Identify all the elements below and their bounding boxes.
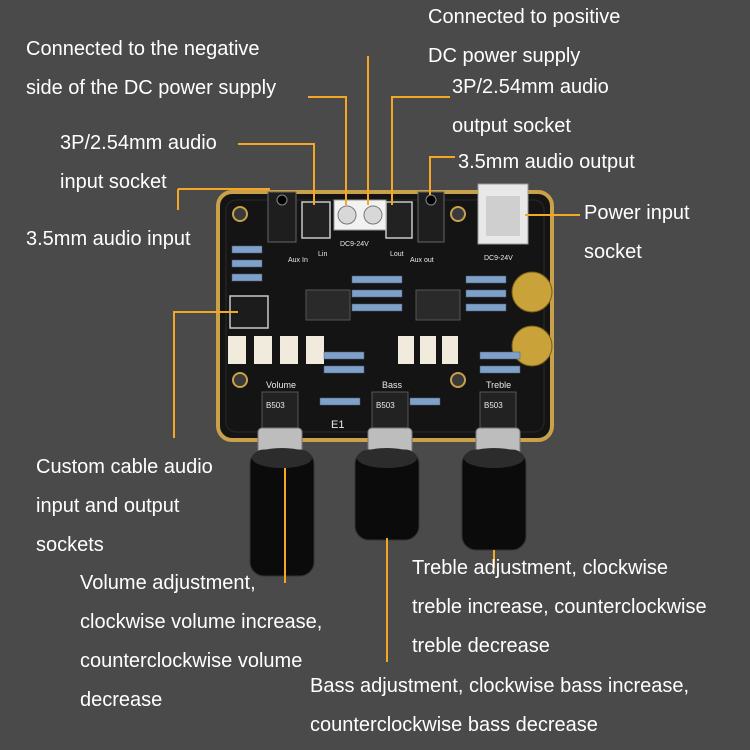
silk-pot-code: B503: [376, 401, 395, 410]
pointer-negative: [308, 96, 347, 205]
volume-knob: [249, 449, 315, 577]
ic-chip: [415, 289, 461, 321]
label-custom-cable: Custom cable audio input and output sock…: [36, 456, 213, 556]
silk-lout: Lout: [390, 251, 404, 258]
pointer-input-header: [238, 143, 315, 205]
bass-pot: [354, 391, 420, 541]
silk-volume: Volume: [266, 380, 296, 390]
silk-board-id: E1: [331, 419, 344, 431]
label-audio-output-socket: 3P/2.54mm audio output socket: [452, 76, 609, 137]
silk-dc-left: DC9-24V: [340, 241, 369, 248]
silk-aux-out: Aux out: [410, 257, 434, 264]
silk-aux-in: Aux In: [288, 257, 308, 264]
label-positive: Connected to positive DC power supply: [428, 6, 621, 67]
silk-lin: Lin: [318, 251, 327, 258]
volume-pot: [249, 391, 315, 577]
silk-bass: Bass: [382, 380, 403, 390]
label-bass: Bass adjustment, clockwise bass increase…: [310, 675, 690, 736]
mount-hole: [450, 206, 466, 222]
silk-treble: Treble: [486, 380, 511, 390]
electrolytic-capacitor: [511, 271, 553, 313]
mount-hole: [450, 372, 466, 388]
label-audio-output-35: 3.5mm audio output: [458, 151, 635, 173]
label-volume: Volume adjustment, clockwise volume incr…: [80, 572, 323, 711]
custom-cable-header: [229, 295, 269, 329]
label-audio-input-socket: 3P/2.54mm audio input socket: [60, 132, 217, 193]
label-treble: Treble adjustment, clockwise treble incr…: [412, 557, 707, 657]
treble-pot: [461, 391, 527, 551]
silk-dc-right: DC9-24V: [484, 255, 513, 262]
input-header: [301, 201, 331, 239]
output-header: [385, 201, 413, 239]
label-negative: Connected to the negative side of the DC…: [26, 38, 277, 99]
label-power-input: Power input socket: [584, 202, 690, 263]
pointer-custom-cable: [173, 311, 238, 438]
electrolytic-capacitor: [511, 325, 553, 367]
ic-chip: [305, 289, 351, 321]
mount-hole: [232, 206, 248, 222]
silk-pot-code: B503: [266, 401, 285, 410]
label-audio-input-35: 3.5mm audio input: [26, 228, 191, 250]
pointer-lines: [173, 56, 580, 662]
mount-hole: [232, 372, 248, 388]
silk-pot-code: B503: [484, 401, 503, 410]
pointer-output-jack: [429, 156, 455, 195]
pointer-output-header: [391, 96, 450, 205]
